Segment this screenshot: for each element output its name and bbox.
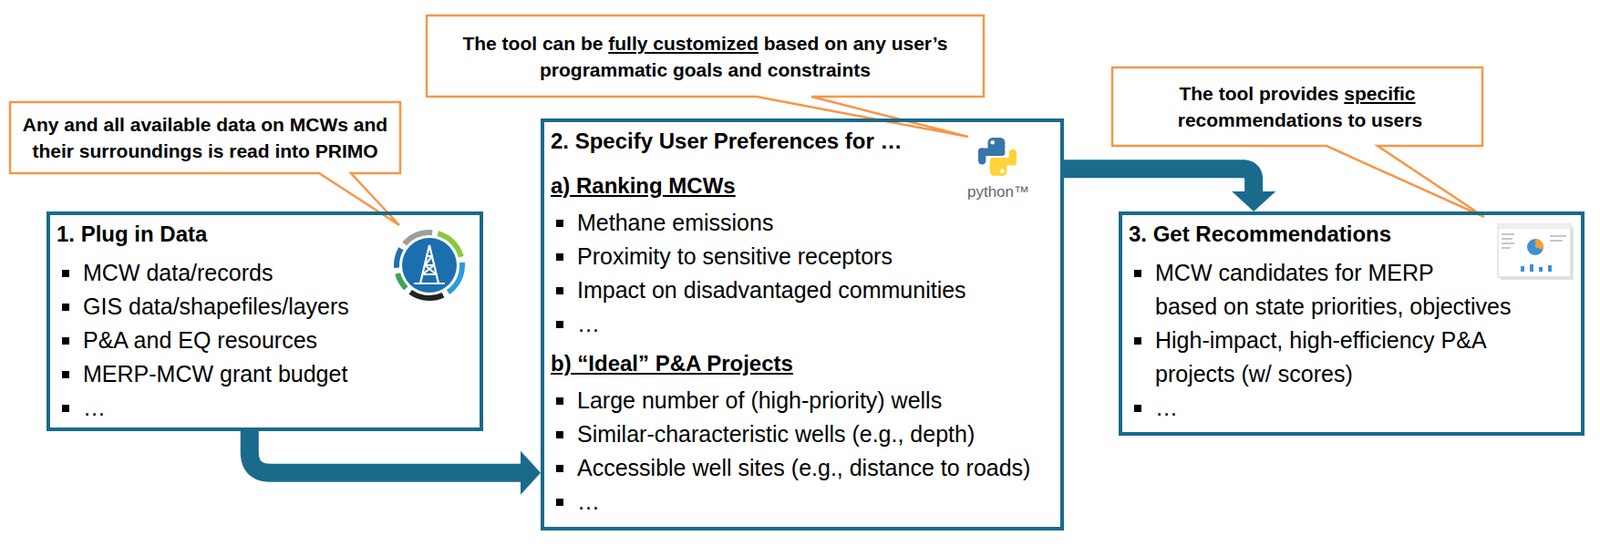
bullet-item: MCW candidates for MERP based on state p… — [1128, 256, 1578, 324]
bullet-item: Accessible well sites (e.g., distance to… — [550, 451, 1057, 486]
bullet-item: … — [550, 307, 1057, 341]
heading: 3. Get Recommendations — [1128, 216, 1578, 251]
callout-box: Any and all available data on MCWs and t… — [10, 102, 401, 174]
callout-text: recommendations to users — [1177, 109, 1423, 131]
bullet-item: High-impact, high-efficiency P&A project… — [1128, 323, 1578, 392]
logo-label: python™ — [956, 183, 1041, 202]
bullet-item: … — [56, 391, 476, 425]
bullet-item: MERP-MCW grant budget — [56, 357, 476, 392]
callout-text: specific — [1343, 82, 1415, 104]
bullet-item: P&A and EQ resources — [56, 323, 476, 358]
bullet-item: … — [1128, 391, 1578, 425]
callout-outline — [10, 102, 401, 226]
callout-text: The tool can be — [462, 32, 603, 54]
process-box: 1. Plug in DataMCW data/recordsGIS data/… — [46, 211, 484, 432]
process-box: 3. Get RecommendationsMCW candidates for… — [1118, 211, 1585, 436]
flow-arrow — [1063, 168, 1254, 192]
callout-text: fully customized — [608, 32, 759, 54]
callout-text: Any and all available data on MCWs and t… — [22, 113, 388, 162]
callout-box: The tool can befully customizedbased on … — [426, 15, 984, 97]
flow-arrow — [249, 431, 521, 474]
python-logo — [978, 137, 1017, 176]
bullet-item: MCW data/records — [56, 256, 476, 290]
heading: 2. Specify User Preferences for … — [550, 123, 1057, 158]
callout-paragraph: The tool providesspecific recommendations… — [1119, 80, 1476, 134]
heading: 1. Plug in Data — [56, 216, 476, 251]
callout-text: The tool provides — [1178, 82, 1339, 104]
process-box: 2. Specify User Preferences for …a) Rank… — [540, 118, 1064, 531]
bullet-item: … — [550, 485, 1057, 519]
bullet-item: Methane emissions — [550, 206, 1057, 240]
icon-space — [1486, 216, 1578, 289]
callout-paragraph: Any and all available data on MCWs and t… — [17, 111, 393, 165]
bullet-item: Large number of (high-priority) wells — [550, 383, 1057, 418]
dashboard-thumbnail — [1497, 224, 1574, 280]
bullet-item: Proximity to sensitive receptors — [550, 239, 1057, 274]
bullet-item: Impact on disadvantaged communities — [550, 273, 1057, 308]
bullet-item: GIS data/shapefiles/layers — [56, 289, 476, 324]
callout-outline — [1112, 67, 1485, 217]
bullet-item: Similar-characteristic wells (e.g., dept… — [550, 417, 1057, 452]
callout-box: The tool providesspecific recommendations… — [1112, 67, 1483, 146]
primo-logo — [393, 229, 465, 301]
callout-paragraph: The tool can befully customizedbased on … — [433, 30, 977, 83]
subheading: b) “Ideal” P&A Projects — [550, 346, 1057, 381]
